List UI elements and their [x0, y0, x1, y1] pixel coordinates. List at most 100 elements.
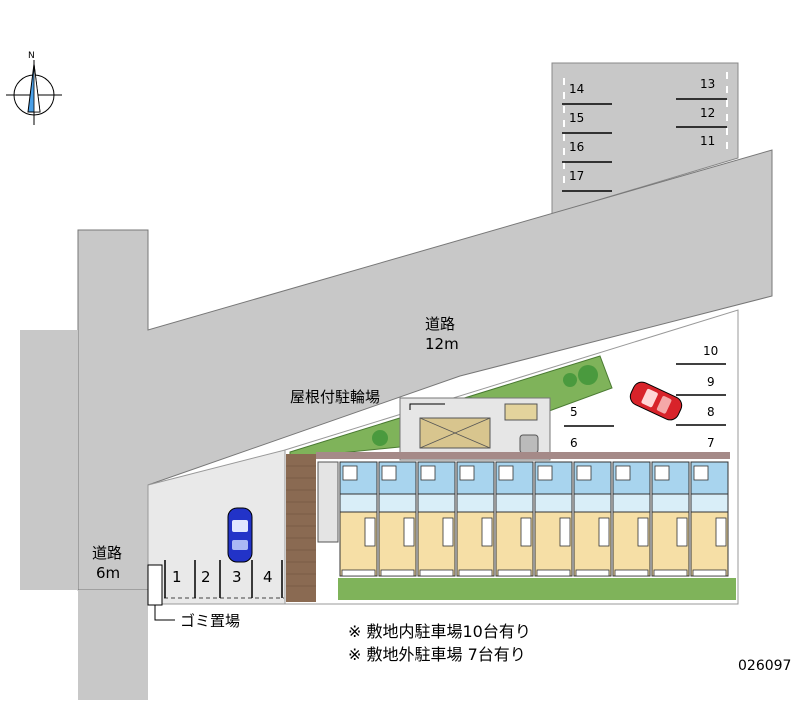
bike-shelter-leader-line: [409, 403, 445, 410]
apartment-building: [339, 461, 729, 577]
stall-number: 4: [263, 568, 273, 586]
unit-part: [498, 465, 514, 481]
unit-part: [459, 465, 475, 481]
tree-icon: [563, 373, 577, 387]
stall-number: 8: [707, 405, 715, 419]
stall-number: 11: [700, 134, 715, 148]
apartment-unit: [456, 461, 495, 577]
unit-part: [417, 493, 456, 513]
brick-pattern: [286, 465, 316, 587]
unit-part: [403, 517, 415, 547]
stall-number: 12: [700, 106, 715, 120]
tree-icon: [578, 365, 598, 385]
apartment-unit: [378, 461, 417, 577]
road-main-name: 道路: [425, 315, 455, 333]
unit-part: [342, 465, 358, 481]
unit-part: [339, 493, 378, 513]
offsite-parking-lot: 14 15 16 17 13 12 11: [551, 62, 739, 215]
apartment-unit: [417, 461, 456, 577]
garbage-leader-line: [154, 605, 175, 621]
unit-part: [380, 569, 415, 577]
unit-part: [378, 493, 417, 513]
stall-number: 15: [569, 111, 584, 125]
apartment-unit: [612, 461, 651, 577]
compass-needle-half-icon: [33, 63, 41, 113]
unit-part: [419, 569, 454, 577]
unit-part: [654, 465, 670, 481]
stall-number: 1: [172, 568, 182, 586]
unit-part: [715, 517, 727, 547]
red-car-icon: [629, 381, 683, 421]
tree-icon: [372, 430, 388, 446]
unit-part: [381, 465, 397, 481]
unit-part: [420, 465, 436, 481]
unit-part: [364, 517, 376, 547]
stall-number: 14: [569, 82, 584, 96]
unit-part: [575, 569, 610, 577]
unit-part: [341, 569, 376, 577]
unit-part: [693, 465, 709, 481]
unit-part: [559, 517, 571, 547]
road-main-width: 12m: [425, 335, 459, 353]
apartment-unit: [495, 461, 534, 577]
unit-part: [615, 465, 631, 481]
unit-part: [692, 569, 727, 577]
apartment-unit: [339, 461, 378, 577]
unit-part: [653, 569, 688, 577]
front-lot: 1 2 3 4 ゴミ置場: [147, 449, 286, 630]
unit-part: [458, 569, 493, 577]
stall-number: 10: [703, 344, 718, 358]
offsite-lot-surface: [551, 62, 739, 215]
apartment-unit: [573, 461, 612, 577]
parking-note-onsite: ※ 敷地内駐車場10台有り: [348, 622, 531, 641]
apartment-unit: [651, 461, 690, 577]
garbage-label: ゴミ置場: [180, 612, 240, 630]
bike-shelter-label: 屋根付駐輪場: [290, 388, 380, 406]
unit-part: [536, 569, 571, 577]
unit-part: [495, 493, 534, 513]
stall-number: 5: [570, 405, 578, 419]
unit-part: [456, 493, 495, 513]
unit-part: [573, 493, 612, 513]
brick-wall: [286, 454, 316, 602]
compass: N: [6, 51, 62, 125]
unit-part: [576, 465, 592, 481]
unit-part: [442, 517, 454, 547]
stall-number: 2: [201, 568, 211, 586]
unit-part: [537, 465, 553, 481]
compass-north-label: N: [28, 51, 35, 61]
unit-part: [690, 493, 729, 513]
unit-part: [497, 569, 532, 577]
meter-box: [519, 434, 539, 454]
unit-part: [534, 493, 573, 513]
unit-part: [614, 569, 649, 577]
stairwell: [317, 461, 339, 543]
unit-part: [676, 517, 688, 547]
unit-part: [637, 517, 649, 547]
unit-part: [481, 517, 493, 547]
unit-part: [598, 517, 610, 547]
road-side-west: [20, 330, 78, 590]
blue-car-icon: [227, 507, 253, 563]
road-side-width: 6m: [96, 564, 120, 582]
stall-number: 9: [707, 375, 715, 389]
stall-number: 6: [570, 436, 578, 450]
property-code: 026097: [738, 658, 791, 674]
stall-number: 3: [232, 568, 242, 586]
road-side-name: 道路: [92, 544, 122, 562]
roads: 道路 12m 道路 6m: [20, 149, 773, 700]
bike-shelter-roof-line: [419, 417, 491, 449]
unit-part: [612, 493, 651, 513]
road-side-6m: [78, 590, 148, 700]
garden-border: [338, 578, 736, 600]
unit-part: [520, 517, 532, 547]
parking-note-offsite: ※ 敷地外駐車場 7台有り: [348, 645, 526, 664]
stall-number: 7: [707, 436, 715, 450]
fence: [316, 452, 730, 459]
apartment-unit: [534, 461, 573, 577]
garbage-area: [147, 564, 163, 606]
unit-part: [651, 493, 690, 513]
stall-number: 17: [569, 169, 584, 183]
stall-number: 16: [569, 140, 584, 154]
